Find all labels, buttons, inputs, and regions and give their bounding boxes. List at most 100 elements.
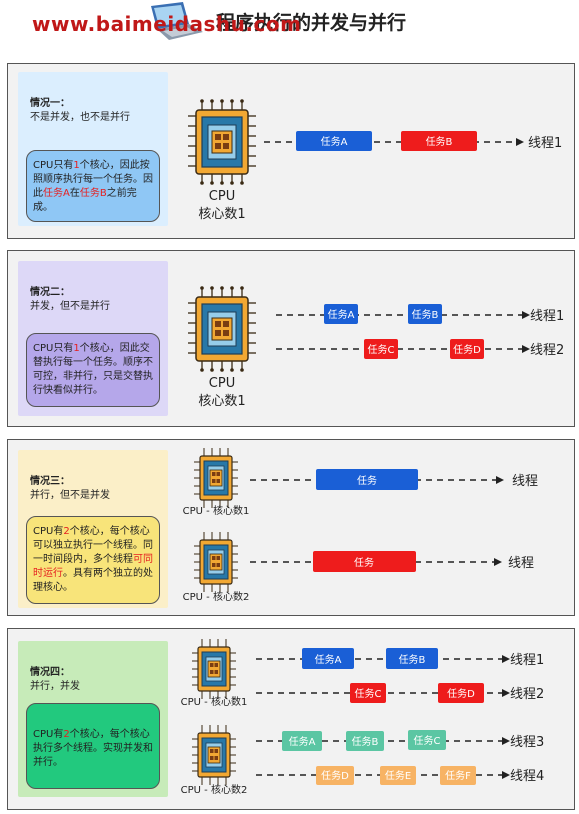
description-text: CPU有 — [33, 729, 64, 740]
thread-label: 线程4 — [510, 769, 544, 784]
task-label: 任务D — [453, 343, 481, 356]
cpu-core-label: CPU - 核心数1 — [181, 695, 248, 708]
description-text: 1 — [73, 343, 80, 354]
thread-label: 线程1 — [510, 653, 544, 668]
case-2-diagram: CPU 核心数1 任务A 任务B 任务C 任务D 线程1 线程2 — [187, 285, 564, 409]
task-label: 任务C — [368, 343, 395, 356]
task-label: 任务E — [385, 769, 411, 782]
task-block — [346, 731, 384, 751]
description-text: 任务A — [43, 188, 70, 199]
task-block — [450, 339, 484, 359]
case-panel-2: 情况二： 并发，但不是并行 CPU只有1个核心，因此交替执行每一个任务。顺序不可… — [7, 250, 575, 427]
cpu-chip-icon — [193, 447, 239, 509]
description-text: CPU只有 — [33, 343, 74, 354]
case-description: CPU只有1个核心，因此交替执行每一个任务。顺序不可控，非并行，只是交替执行快看… — [26, 333, 160, 407]
description-text: 个核心，每个核心可以独立执行一个线程。同一时间段内，多个线程 — [33, 526, 153, 565]
description-text: 在 — [69, 188, 80, 199]
case-description: CPU有2个核心，每个核心可以独立执行一个线程。同一时间段内，多个线程可同时运行… — [26, 516, 160, 604]
cpu-core-label: CPU - 核心数2 — [183, 590, 250, 603]
task-block — [386, 648, 438, 669]
task-block — [313, 551, 416, 572]
task-block — [408, 304, 442, 324]
task-block — [296, 131, 372, 151]
watermark: www.baimeidashu.com — [32, 12, 302, 36]
thread-label: 线程2 — [510, 687, 544, 702]
task-label: 任务C — [355, 687, 382, 700]
cpu-chip-icon — [191, 724, 237, 786]
description-text: 2 — [63, 526, 70, 537]
task-block — [350, 683, 386, 703]
case-heading: 情况四： — [30, 667, 70, 678]
case-info-3: 情况三： 并行，但不是并发 CPU有2个核心，每个核心可以独立执行一个线程。同一… — [18, 450, 168, 608]
task-label: 任务F — [445, 769, 471, 782]
case-panel-1: 情况一： 不是并发，也不是并行 CPU只有1个核心，因此按照顺序执行每一个任务。… — [7, 63, 575, 239]
task-label: 任务C — [414, 734, 441, 747]
case-panel-4: 情况四： 并行，并发 CPU有2个核心，每个核心执行多个线程。实现并发和并行。 … — [7, 628, 575, 810]
thread-label: 线程 — [512, 474, 538, 489]
description-text: 个核心，每个核心执行多个线程。实现并发和并行。 — [33, 729, 153, 768]
case-heading: 情况二： — [30, 287, 70, 298]
task-block — [408, 730, 446, 750]
task-block — [401, 131, 477, 151]
task-block — [364, 339, 398, 359]
thread-label: 线程1 — [528, 136, 562, 151]
cpu-chip-icon — [187, 285, 257, 373]
description-text: CPU有 — [33, 526, 64, 537]
case-subtitle: 不是并发，也不是并行 — [30, 112, 130, 123]
case-description: CPU只有1个核心，因此按照顺序执行每一个任务。因此任务A在任务B之前完成。 — [26, 150, 160, 222]
header: 程序执行的并发与并行 www.baimeidashu.com — [0, 0, 579, 44]
description-text: 个核心，因此按照顺序执行每一个任务。因此 — [33, 160, 153, 199]
task-block — [316, 469, 418, 490]
description-text: 。具有两个独立的处理核心。 — [33, 568, 153, 593]
cpu-chip-icon — [191, 638, 237, 700]
description-text: 个核心，因此交替执行每一个任务。顺序不可控，非并行，只是交替执行快看似并行。 — [33, 343, 153, 396]
case-1-diagram: CPU 核心数1 任务A 任务B 线程1 — [187, 98, 562, 222]
task-label: 任务B — [426, 135, 453, 148]
case-subtitle: 并发，但不是并行 — [30, 301, 110, 312]
thread-label: 线程 — [508, 556, 534, 571]
cpu-chip-icon — [187, 98, 257, 186]
description-text: CPU只有 — [33, 160, 74, 171]
case-panel-3: 情况三： 并行，但不是并发 CPU有2个核心，每个核心可以独立执行一个线程。同一… — [7, 439, 575, 616]
description-text: 1 — [73, 160, 80, 171]
cpu-core-label: 核心数1 — [198, 207, 245, 222]
case-description: CPU有2个核心，每个核心执行多个线程。实现并发和并行。 — [26, 703, 160, 789]
task-block — [380, 766, 416, 785]
case-3-diagram: CPU - 核心数1 CPU - 核心数2 任务 任务 线程 线程 — [183, 447, 538, 603]
cpu-core-label: CPU - 核心数2 — [181, 783, 248, 796]
task-label: 任务A — [289, 735, 316, 748]
thread-label: 线程1 — [530, 309, 564, 324]
task-block — [302, 648, 354, 669]
cpu-core-label: CPU - 核心数1 — [183, 504, 250, 517]
task-label: 任务A — [321, 135, 348, 148]
task-label: 任务A — [328, 308, 355, 321]
task-label: 任务B — [352, 735, 379, 748]
task-label: 任务 — [357, 474, 377, 487]
task-block — [282, 731, 322, 751]
page-title: 程序执行的并发与并行 — [216, 12, 407, 34]
task-label: 任务D — [447, 687, 475, 700]
task-block — [440, 766, 476, 785]
description-text: 可同时运行 — [33, 554, 153, 579]
case-4-diagram: CPU - 核心数1 CPU - 核心数2 任务A 任务B 任务C 任务D 任务… — [181, 638, 544, 796]
description-text: 之前完成。 — [33, 188, 137, 213]
cpu-label: CPU — [209, 376, 235, 391]
case-subtitle: 并行，并发 — [30, 681, 80, 692]
cpu-core-label: 核心数1 — [198, 394, 245, 409]
case-subtitle: 并行，但不是并发 — [30, 490, 110, 501]
case-info-4: 情况四： 并行，并发 CPU有2个核心，每个核心执行多个线程。实现并发和并行。 — [18, 641, 168, 797]
cpu-label: CPU — [209, 189, 235, 204]
task-label: 任务B — [412, 308, 439, 321]
task-label: 任务 — [354, 556, 374, 569]
task-block — [438, 683, 484, 703]
case-heading: 情况三： — [30, 476, 70, 487]
case-info-2: 情况二： 并发，但不是并行 CPU只有1个核心，因此交替执行每一个任务。顺序不可… — [18, 261, 168, 416]
case-info-1: 情况一： 不是并发，也不是并行 CPU只有1个核心，因此按照顺序执行每一个任务。… — [18, 72, 168, 226]
task-label: 任务A — [315, 653, 342, 666]
task-block — [324, 304, 358, 324]
cpu-chip-icon — [193, 531, 239, 593]
task-label: 任务B — [399, 653, 426, 666]
task-label: 任务D — [321, 769, 349, 782]
thread-label: 线程3 — [510, 735, 544, 750]
laptop-icon — [151, 2, 203, 40]
